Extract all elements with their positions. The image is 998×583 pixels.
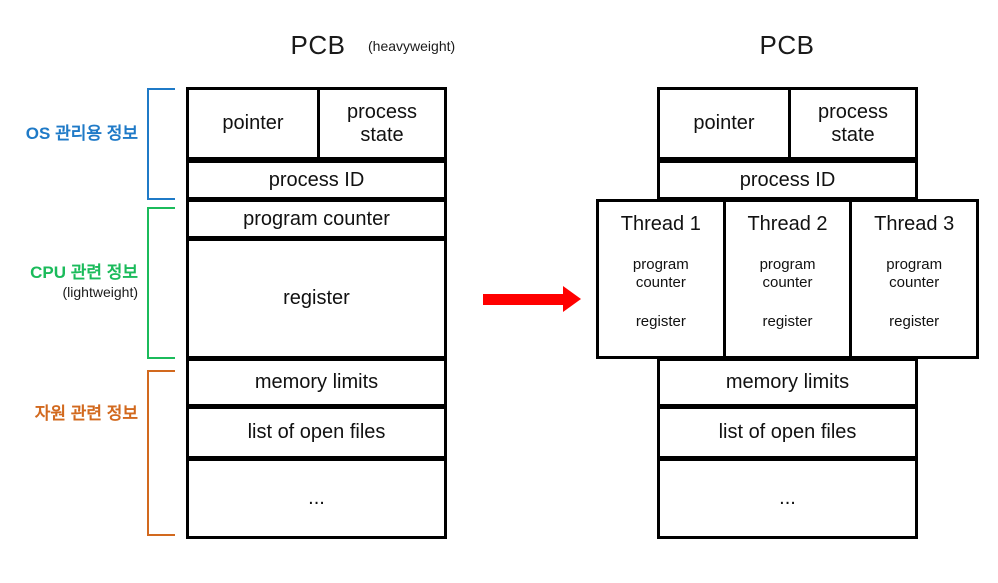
bracket-os-group <box>147 88 175 200</box>
thread-1-program-counter: program counter <box>633 256 689 292</box>
thread-3-pc-line1: program <box>886 256 943 273</box>
thread-2-pc-line2: counter <box>762 274 813 291</box>
right-cell-list-of-open-files: list of open files <box>657 406 918 459</box>
transform-arrow <box>483 286 582 312</box>
thread-1-register: register <box>635 313 686 330</box>
right-process-state-line1: process <box>817 101 889 124</box>
right-cell-memory-limits: memory limits <box>657 358 918 407</box>
bracket-cpu-group <box>147 207 175 359</box>
left-cell-list-of-open-files: list of open files <box>186 406 447 459</box>
thread-2-title: Thread 2 <box>747 213 828 235</box>
right-pcb-title: PCB <box>759 30 815 60</box>
thread-1-pc-line1: program <box>632 256 689 273</box>
left-cell-process-id: process ID <box>186 160 447 200</box>
left-cell-pointer: pointer <box>186 87 320 160</box>
thread-group: Thread 1 program counter register Thread… <box>596 199 979 359</box>
thread-cell-2: Thread 2 program counter register <box>722 202 850 356</box>
group-label-resource: 자원 관련 정보 <box>34 404 138 423</box>
thread-3-register: register <box>889 313 940 330</box>
thread-3-pc-line2: counter <box>889 274 940 291</box>
thread-3-program-counter: program counter <box>886 256 942 292</box>
right-cell-pointer: pointer <box>657 87 791 160</box>
left-cell-program-counter: program counter <box>186 199 447 239</box>
right-process-state-line2: state <box>831 123 875 146</box>
arrow-shaft <box>483 293 563 305</box>
left-cell-ellipsis: ... <box>186 458 447 539</box>
thread-cell-3: Thread 3 program counter register <box>849 202 977 356</box>
thread-2-register: register <box>762 313 813 330</box>
group-label-cpu: CPU 관련 정보 <box>30 263 138 282</box>
group-sublabel-cpu-lightweight: (lightweight) <box>62 284 138 300</box>
left-cell-process-state: process state <box>317 87 447 160</box>
thread-1-title: Thread 1 <box>620 213 701 235</box>
thread-2-pc-line1: program <box>759 256 816 273</box>
left-process-state-line1: process <box>346 101 418 124</box>
right-cell-process-state: process state <box>788 87 918 160</box>
left-cell-register: register <box>186 238 447 359</box>
thread-3-title: Thread 3 <box>874 213 955 235</box>
left-cell-memory-limits: memory limits <box>186 358 447 407</box>
group-label-os: OS 관리용 정보 <box>25 124 138 143</box>
left-process-state-line2: state <box>360 123 404 146</box>
arrow-head-icon <box>563 286 581 312</box>
thread-cell-1: Thread 1 program counter register <box>599 202 723 356</box>
bracket-resource-group <box>147 370 175 536</box>
thread-1-pc-line2: counter <box>635 274 686 291</box>
left-pcb-heavyweight-note: (heavyweight) <box>368 38 456 54</box>
left-pcb-title: PCB <box>290 30 346 60</box>
right-cell-ellipsis: ... <box>657 458 918 539</box>
thread-2-program-counter: program counter <box>760 256 816 292</box>
right-cell-process-id: process ID <box>657 160 918 200</box>
